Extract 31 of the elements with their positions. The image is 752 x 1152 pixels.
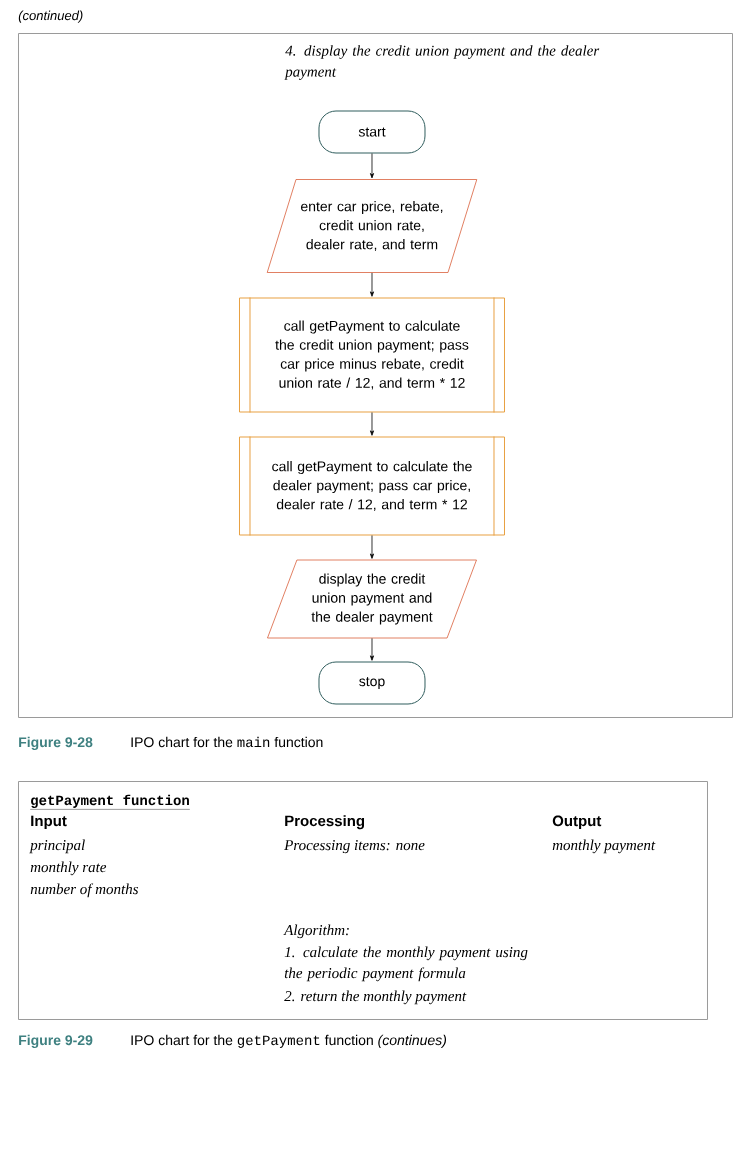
- column-heading: Input: [31, 815, 67, 830]
- output-item: monthly payment: [552, 839, 656, 854]
- column-heading: Processing: [285, 815, 365, 830]
- figure-number: Figure 9-29: [19, 1034, 93, 1048]
- algorithm-step: 1. calculate the monthly payment using the periodic payment formula: [284, 946, 528, 982]
- process-box: call getPayment to calculate the credit union payment; pass car price minus rebate, credit union rate / 12, and term * 12: [239, 297, 505, 413]
- function-heading: getPayment function: [30, 794, 190, 810]
- input-item: number of months: [30, 883, 139, 898]
- arrow: [370, 412, 374, 436]
- figure-caption: IPO chart for the getPayment function (continues): [131, 1034, 447, 1048]
- label: (continues): [378, 1034, 447, 1048]
- process-box: call getPayment to calculate the dealer payment; pass car price, dealer rate / 12, and term * 12: [239, 436, 505, 536]
- label: function: [324, 1034, 373, 1046]
- arrow: [370, 153, 374, 179]
- figure-caption: IPO chart for the main function: [131, 736, 323, 748]
- column-heading: Output: [552, 815, 602, 830]
- label: IPO chart for the: [131, 1034, 233, 1046]
- arrow: [370, 535, 374, 559]
- processing-item: Processing items: none: [284, 840, 425, 854]
- arrow: [370, 272, 374, 297]
- algorithm-heading: Algorithm:: [283, 924, 349, 939]
- figure-number: Figure 9-28: [19, 736, 93, 750]
- algorithm-step: 2. return the monthly payment: [284, 990, 467, 1005]
- note-text: 4. display the credit union payment and the dealer payment: [284, 45, 600, 80]
- input-item: principal: [29, 839, 85, 854]
- output-parallelogram: display the credit union payment and the dealer payment: [267, 559, 477, 639]
- input-parallelogram: enter car price, rebate, credit union rate, dealer rate, and term: [266, 179, 478, 273]
- input-item: monthly rate: [30, 861, 107, 876]
- arrow: [370, 638, 374, 661]
- continued-note: (continued): [18, 10, 83, 23]
- label: getPayment: [237, 1035, 320, 1048]
